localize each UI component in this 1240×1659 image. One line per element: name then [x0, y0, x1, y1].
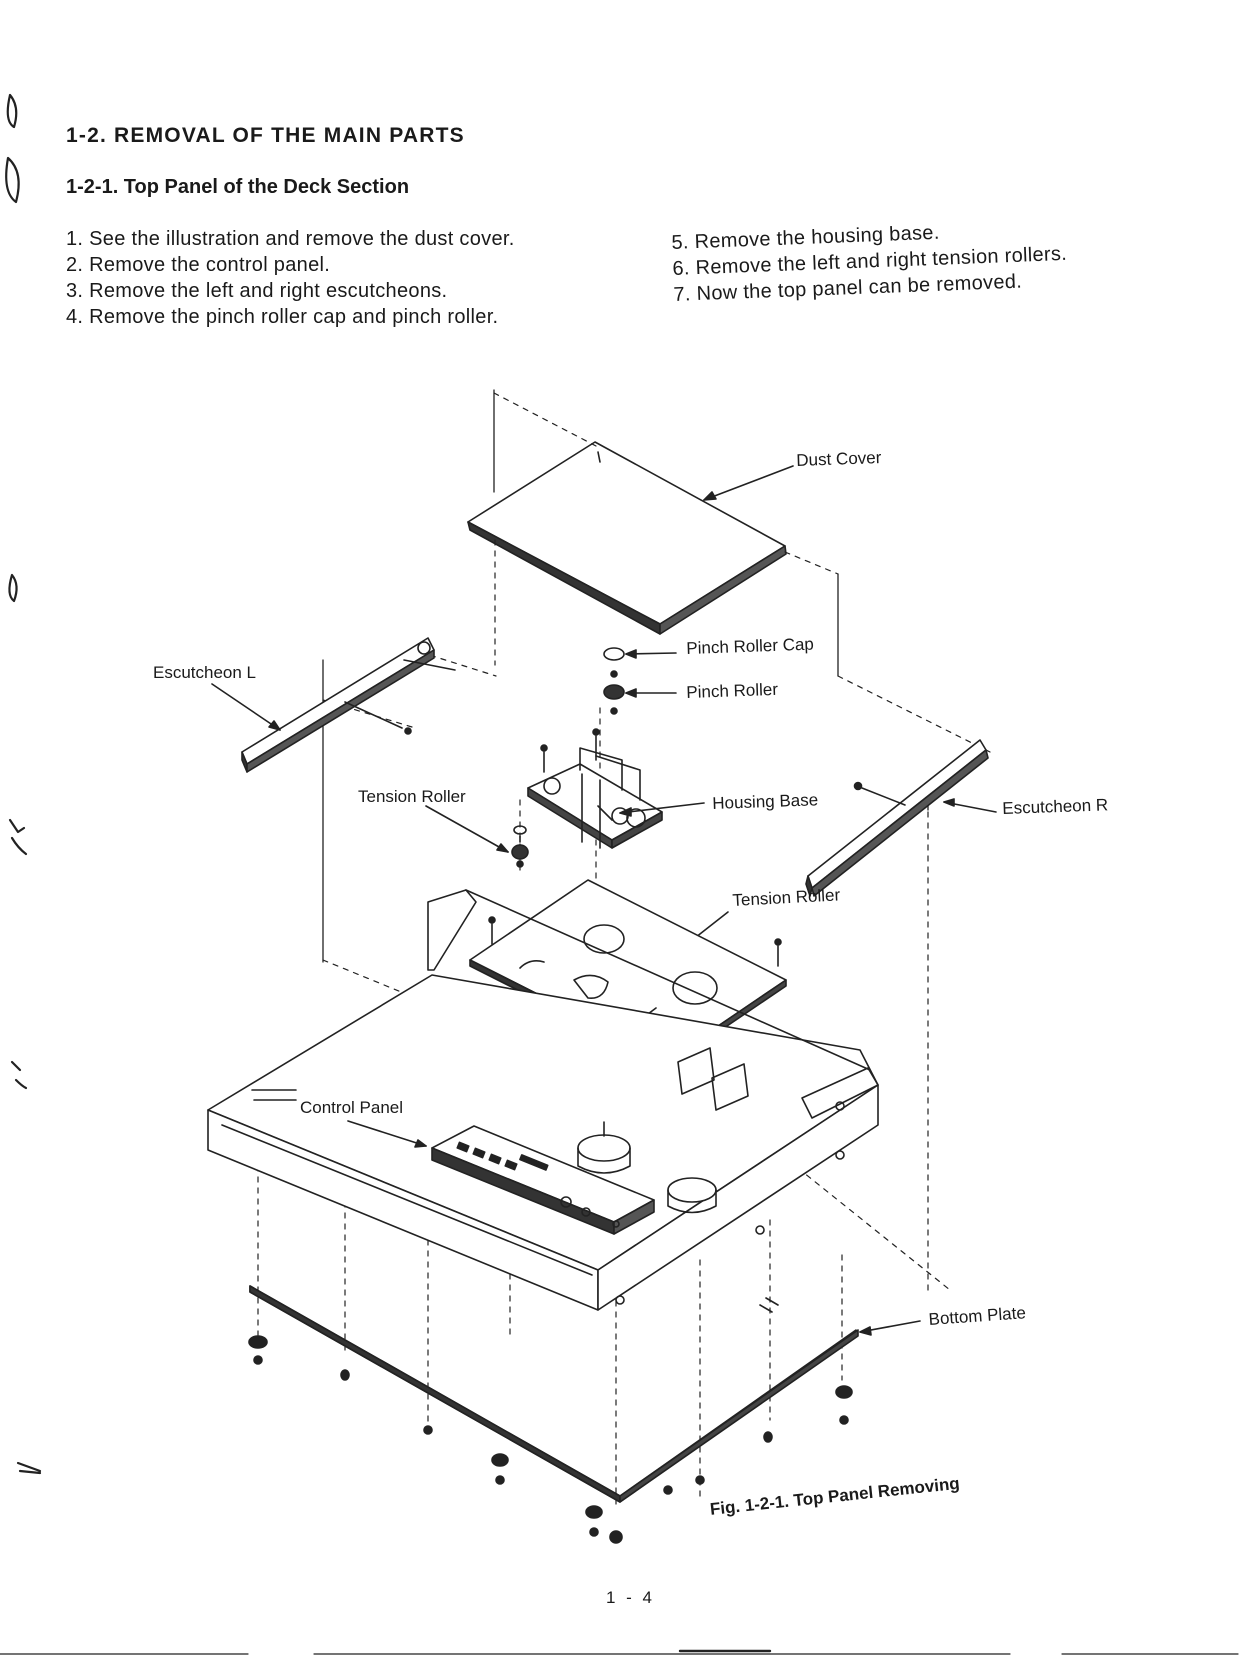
step-item: 3. Remove the left and right escutcheons… [66, 280, 448, 302]
escutcheon-right [805, 739, 989, 897]
dust-cover [467, 441, 787, 635]
margin-marks [5, 93, 42, 1475]
label-dust-cover: Dust Cover [796, 448, 882, 470]
control-panel [431, 1125, 655, 1235]
feet [248, 1335, 853, 1544]
housing-base [527, 747, 663, 849]
escutcheon-left [241, 637, 456, 773]
bottom-plate [249, 1285, 859, 1503]
subsection-heading: 1-2-1. Top Panel of the Deck Section [66, 176, 410, 198]
dust-cover-leader [703, 465, 794, 501]
step-item: 1. See the illustration and remove the d… [66, 228, 515, 250]
step-item: 4. Remove the pinch roller cap and pinch… [66, 306, 499, 328]
footer-rules [0, 1649, 1239, 1655]
pinch-roller-parts [603, 647, 677, 715]
label-housing-base: Housing Base [712, 790, 819, 813]
deck-cabinet [207, 889, 879, 1313]
label-pinch-roller: Pinch Roller [686, 679, 779, 702]
label-tension-roller-left: Tension Roller [358, 787, 466, 806]
page-number: 1 - 4 [606, 1588, 656, 1607]
section-heading: 1-2. REMOVAL OF THE MAIN PARTS [66, 124, 465, 147]
label-control-panel: Control Panel [300, 1098, 404, 1117]
label-escutcheon-r: Escutcheon R [1002, 795, 1109, 818]
step-item: 2. Remove the control panel. [66, 254, 331, 276]
steps-list-left: 1. See the illustration and remove the d… [66, 226, 515, 330]
label-escutcheon-l: Escutcheon L [153, 663, 257, 682]
